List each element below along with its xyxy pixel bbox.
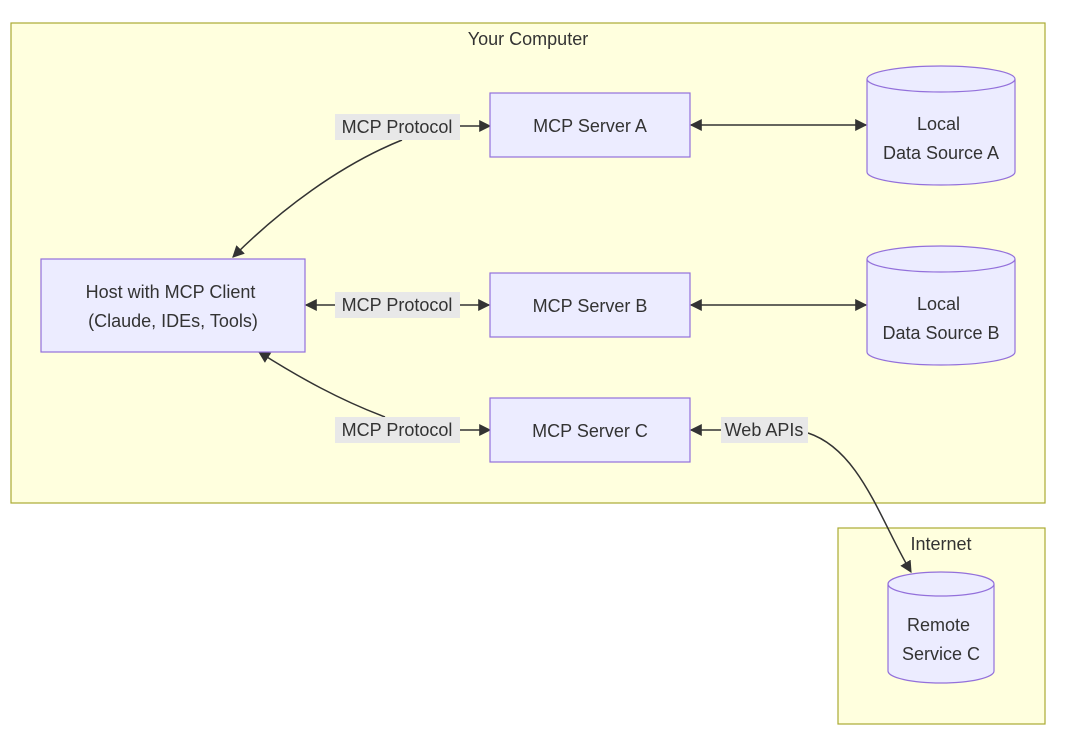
edge-label-protocol-a: MCP Protocol [335,114,460,140]
edge-host-server-a [232,139,403,258]
node-local-data-source-b: Local Data Source B [866,245,1016,366]
node-mcp-server-c: MCP Server C [489,397,691,463]
svg-text:Host with MCP Client (Cl: Host with MCP Client (Claude, IDEs, Tool… [86,282,261,331]
svg-text:MCP Protocol: MCP Protocol [342,420,453,440]
svg-text:Remote Service C: Remote Service C [902,615,980,664]
data-a-label-line-2: Data Source A [883,143,999,163]
data-b-label-line-2: Data Source B [882,323,999,343]
svg-text:MCP Protocol: MCP Protocol [342,295,453,315]
node-remote-service-c: Remote Service C [887,571,995,684]
cluster-internet: Internet [837,527,1046,725]
cluster-label-internet: Internet [910,534,971,554]
svg-text:MCP Server A: MCP Server A [533,116,647,136]
data-a-label-line-1: Local [917,114,960,134]
svg-text:Local Data Source B: Local Data Source B [882,294,999,343]
remote-label-line-2: Service C [902,644,980,664]
host-label-line-1: Host with MCP Client [86,282,256,302]
edge-label-protocol-b: MCP Protocol [335,292,460,318]
node-mcp-server-a: MCP Server A [489,92,691,158]
edge-label-web-apis: Web APIs [721,417,808,443]
edge-server-c-remote [807,432,912,574]
data-b-label-line-1: Local [917,294,960,314]
cluster-label-your-computer: Your Computer [468,29,588,49]
svg-text:Web APIs: Web APIs [725,420,804,440]
svg-text:MCP Server C: MCP Server C [532,421,648,441]
edge-host-server-c [257,351,386,418]
svg-text:Local Data Source A: Local Data Source A [883,114,999,163]
host-label-line-2: (Claude, IDEs, Tools) [88,311,258,331]
svg-text:MCP Server B: MCP Server B [533,296,648,316]
svg-text:MCP Protocol: MCP Protocol [342,117,453,137]
node-mcp-server-b: MCP Server B [489,272,691,338]
edge-label-protocol-c: MCP Protocol [335,417,460,443]
remote-label-line-1: Remote [907,615,970,635]
node-host-mcp-client: Host with MCP Client (Claude, IDEs, Tool… [40,258,306,353]
node-local-data-source-a: Local Data Source A [866,65,1016,186]
